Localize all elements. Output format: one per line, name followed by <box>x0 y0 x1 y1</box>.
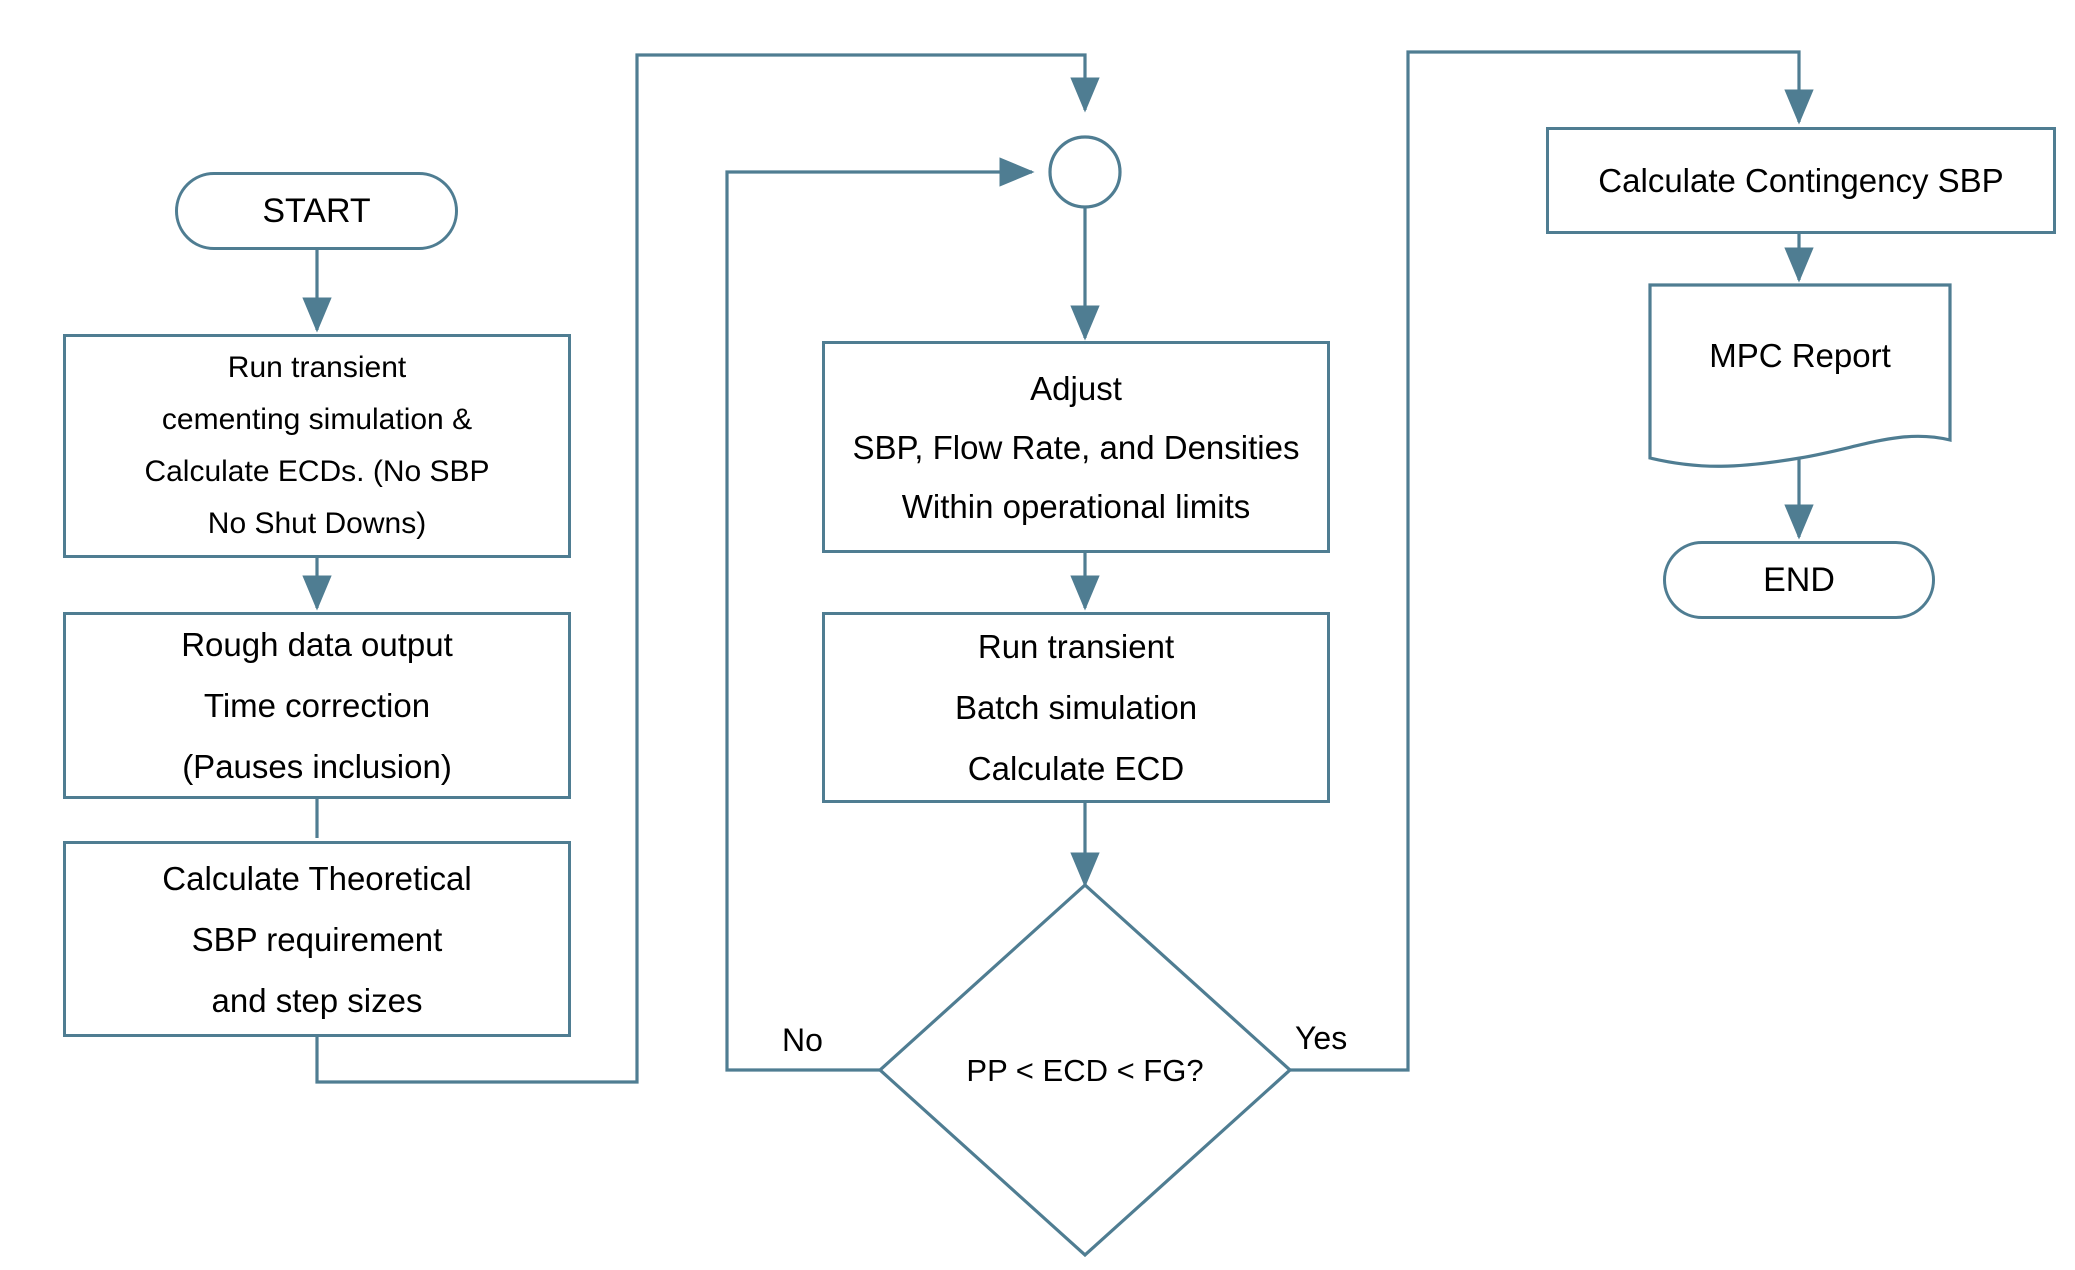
node-decision-label: PP < ECD < FG? <box>966 1052 1204 1088</box>
node-run-batch-line-2: Batch simulation <box>954 689 1198 726</box>
node-end[interactable]: END <box>1663 541 1935 619</box>
node-mpc-report[interactable]: MPC Report <box>1650 285 1950 470</box>
node-calc-theoretical-line-1: Calculate Theoretical <box>162 859 472 897</box>
node-run-batch-line-3: Calculate ECD <box>967 750 1185 787</box>
node-run-cementing[interactable]: Run transient cementing simulation & Cal… <box>63 334 571 558</box>
node-rough-output-line-1: Rough data output <box>181 626 453 663</box>
edge-label-no: No <box>782 1022 823 1058</box>
edge-theoretical-to-connector <box>315 53 1100 1084</box>
node-adjust-line-3: Within operational limits <box>901 487 1251 525</box>
node-calc-theoretical[interactable]: Calculate Theoretical SBP requirement an… <box>63 841 571 1037</box>
node-run-batch-line-1: Run transient <box>977 628 1175 665</box>
node-end-label: END <box>1763 561 1835 599</box>
decision-diamond-shape <box>877 882 1293 1258</box>
edge-decision-yes-to-contingency <box>1290 50 1814 1072</box>
node-rough-output-line-3: (Pauses inclusion) <box>182 748 452 785</box>
node-mpc-report-label: MPC Report <box>1709 337 1891 374</box>
node-decision[interactable]: PP < ECD < FG? <box>925 1040 1245 1100</box>
node-start-label: START <box>262 192 371 230</box>
node-rough-output-line-2: Time correction <box>203 687 431 724</box>
node-run-cementing-line-1: Run transient <box>227 351 407 384</box>
node-run-cementing-line-3: Calculate ECDs. (No SBP <box>144 455 490 488</box>
edge-label-yes: Yes <box>1295 1020 1348 1056</box>
node-run-cementing-line-4: No Shut Downs) <box>207 507 427 540</box>
node-contingency[interactable]: Calculate Contingency SBP <box>1546 127 2056 234</box>
node-run-cementing-line-2: cementing simulation & <box>161 403 473 436</box>
node-calc-theoretical-line-3: and step sizes <box>211 981 423 1019</box>
node-adjust[interactable]: Adjust SBP, Flow Rate, and Densities Wit… <box>822 341 1330 553</box>
node-rough-output[interactable]: Rough data output Time correction (Pause… <box>63 612 571 799</box>
mpc-report-shape <box>1648 283 1952 468</box>
node-adjust-line-1: Adjust <box>1030 369 1122 407</box>
node-start[interactable]: START <box>175 172 458 250</box>
node-connector-circle[interactable] <box>1050 137 1120 207</box>
edge-decision-no-to-connector <box>725 157 1035 1072</box>
node-contingency-label: Calculate Contingency SBP <box>1598 162 2004 199</box>
node-adjust-line-2: SBP, Flow Rate, and Densities <box>852 428 1300 466</box>
node-calc-theoretical-line-2: SBP requirement <box>191 920 443 958</box>
node-run-batch[interactable]: Run transient Batch simulation Calculate… <box>822 612 1330 803</box>
connector-circle-shape <box>1048 135 1122 209</box>
